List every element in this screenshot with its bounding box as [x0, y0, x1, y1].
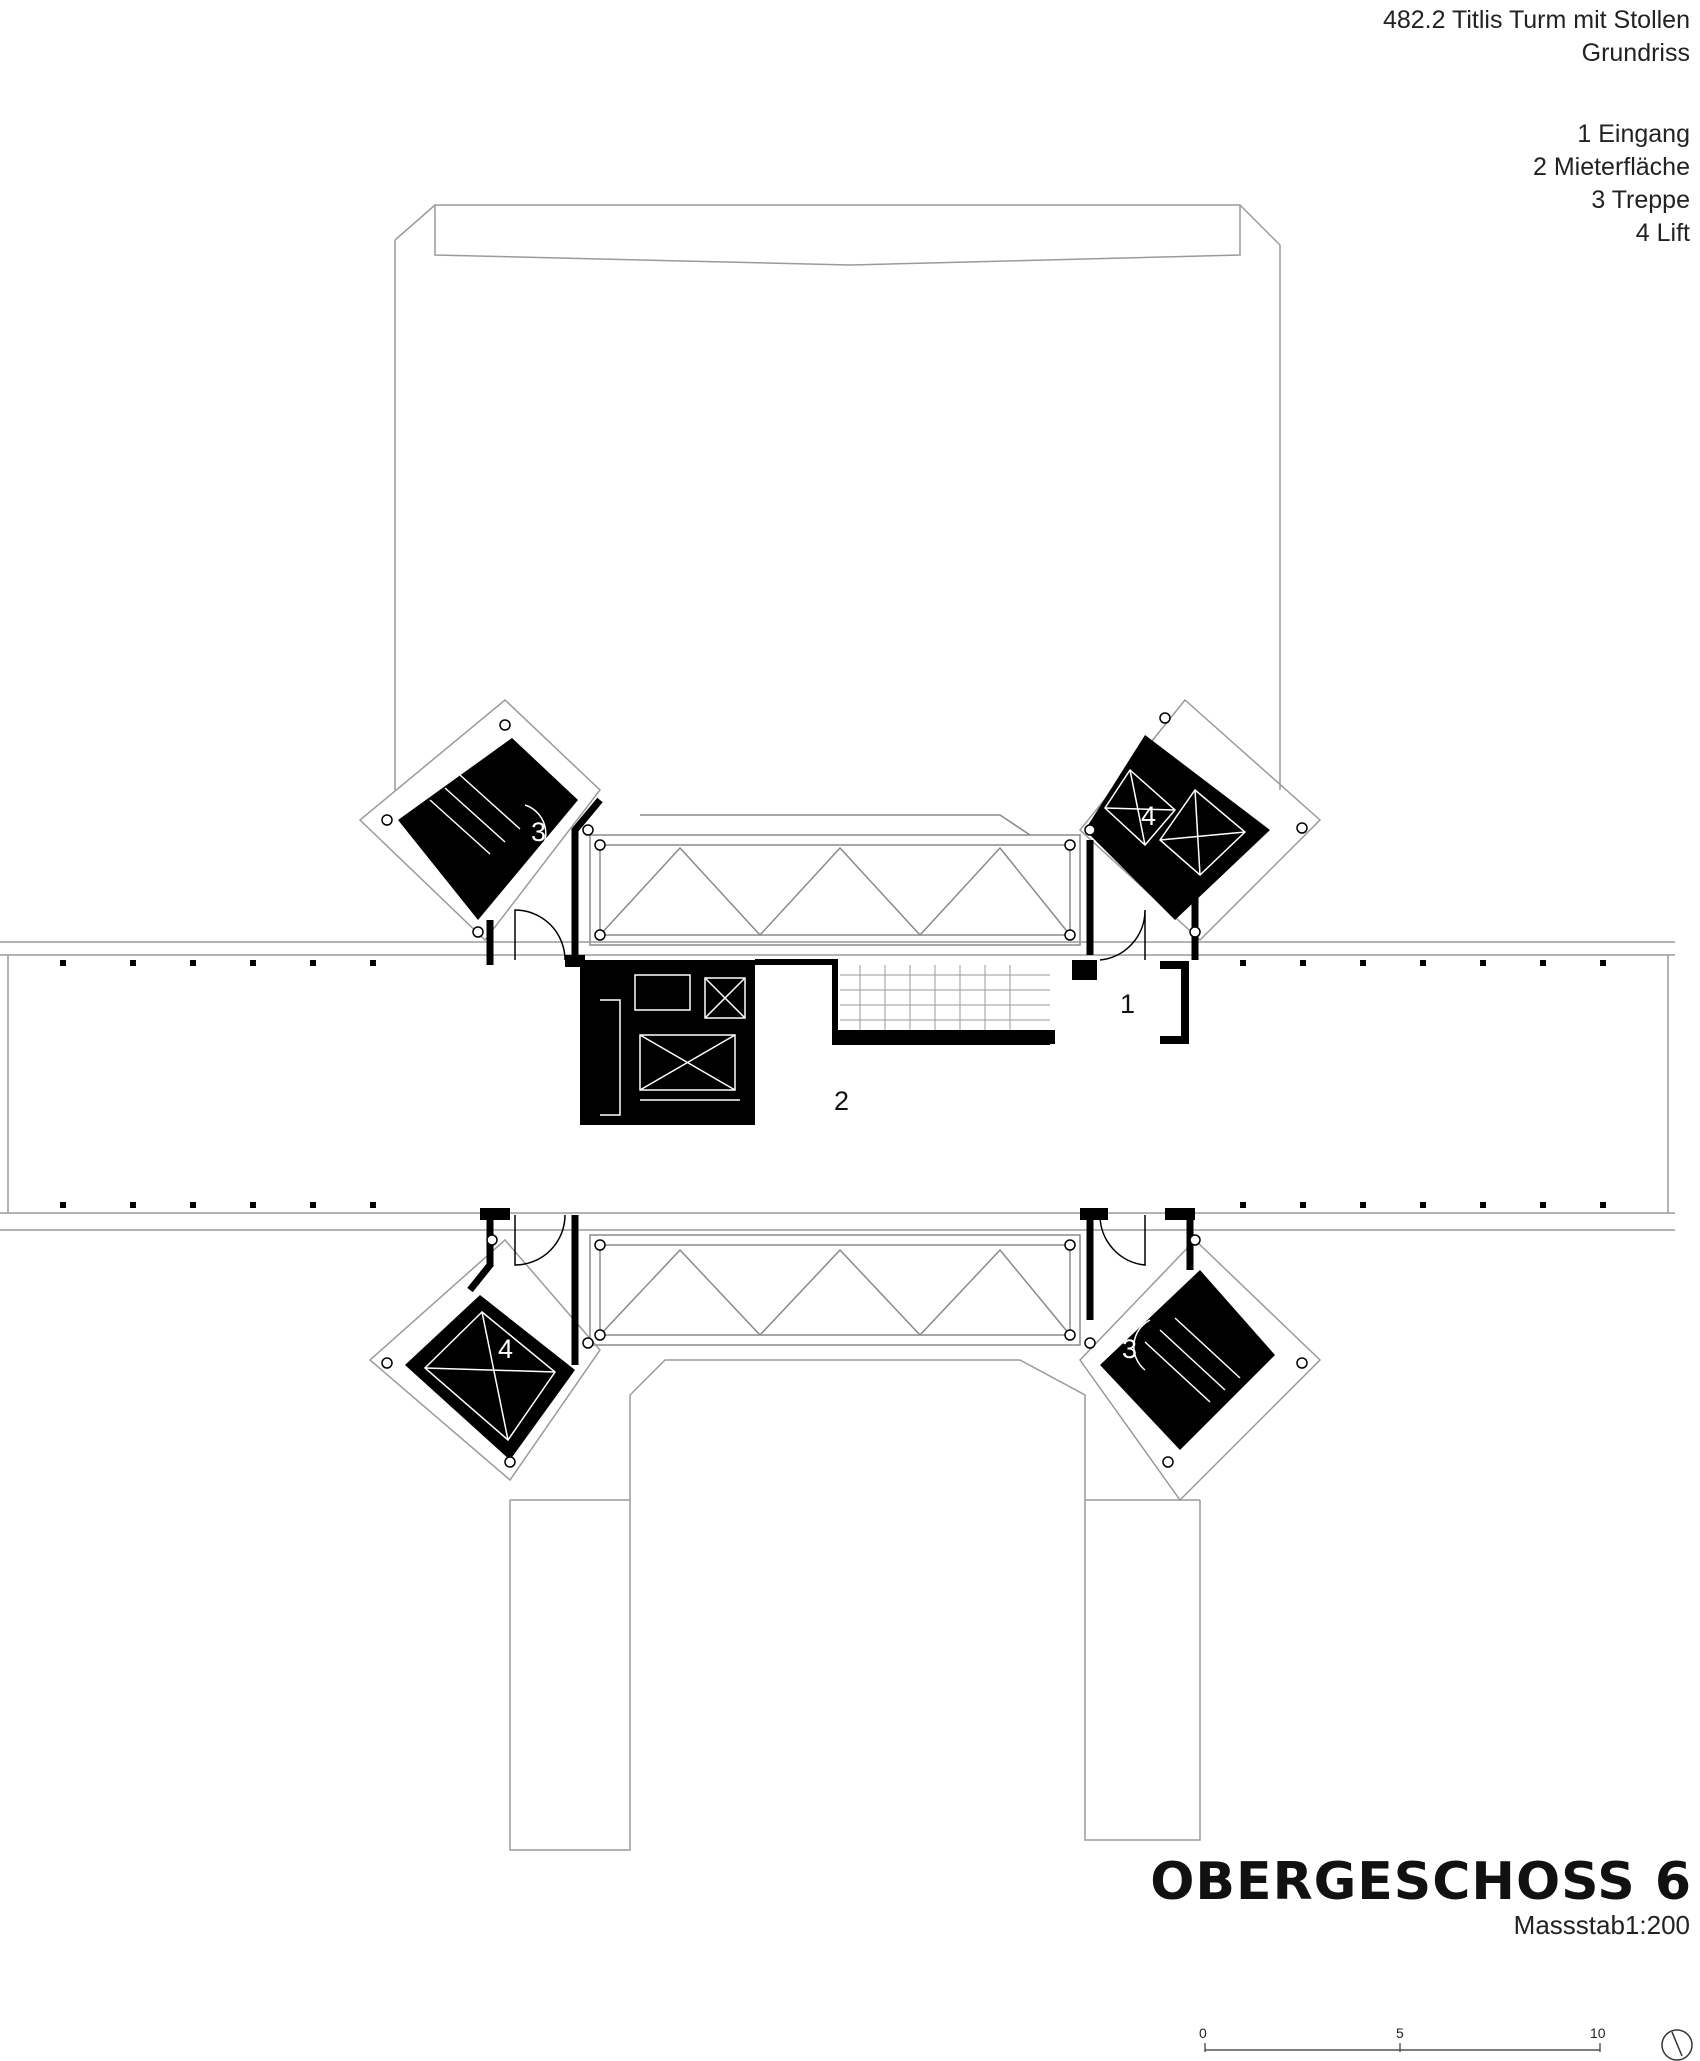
tower-ne-lift: [1078, 698, 1322, 960]
north-arrow-icon: [1661, 2029, 1693, 2061]
label-treppe-nw: 3: [531, 817, 547, 847]
bottom-truss: [589, 1234, 1081, 1346]
floor-title: OBERGESCHOSS 6: [1150, 1852, 1692, 1912]
scale-bar: [1204, 2043, 1601, 2052]
tower-nw-stair: [358, 698, 603, 965]
entrance-stair: [755, 959, 1189, 1045]
column-markers: [381, 712, 1308, 1468]
legend-item-treppe: 3 Treppe: [1591, 186, 1690, 214]
lower-legs-outline: [509, 1359, 1201, 1851]
tower-sw-lift: [368, 1208, 601, 1482]
legend: 1 Eingang 2 Mieterfläche 3 Treppe 4 Lift: [1533, 118, 1690, 250]
scale-tick-5: 5: [1396, 2025, 1404, 2041]
legend-item-lift: 4 Lift: [1635, 219, 1690, 247]
label-mieterflaeche: 2: [834, 1086, 850, 1116]
project-header: 482.2 Titlis Turm mit Stollen Grundriss: [1383, 4, 1690, 70]
tower-se-stair: [1079, 1208, 1322, 1502]
door-swings: [514, 909, 1146, 1266]
corridor-posts: [60, 960, 1606, 1208]
main-corridor: [0, 941, 1675, 1231]
drawing-type: Grundriss: [1581, 39, 1690, 67]
upper-building-outline: [394, 204, 1281, 790]
scale-text: Massstab1:200: [1513, 1910, 1690, 1940]
scale-tick-10: 10: [1590, 2025, 1606, 2041]
top-truss: [589, 814, 1081, 946]
legend-item-mieterflaeche: 2 Mieterfläche: [1532, 153, 1690, 181]
label-lift-sw: 4: [498, 1334, 514, 1364]
service-core: [565, 955, 755, 1125]
legend-item-eingang: 1 Eingang: [1577, 120, 1690, 148]
scale-tick-0: 0: [1199, 2025, 1207, 2041]
label-eingang: 1: [1120, 989, 1136, 1019]
project-title: 482.2 Titlis Turm mit Stollen: [1382, 6, 1690, 34]
label-treppe-se: 3: [1122, 1334, 1138, 1364]
label-lift-ne: 4: [1141, 801, 1157, 831]
